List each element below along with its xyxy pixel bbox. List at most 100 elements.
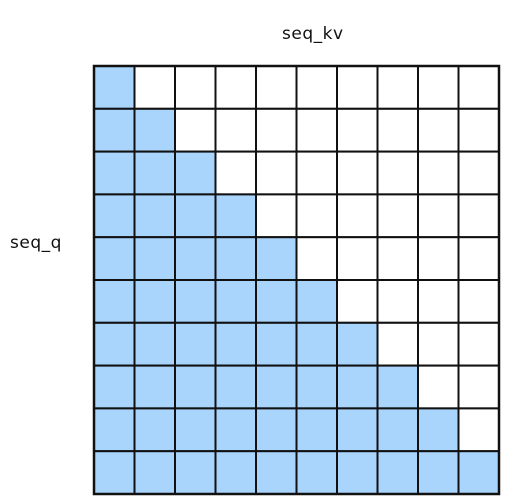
mask-cell-attended bbox=[214, 321, 257, 367]
mask-cell-masked bbox=[457, 65, 500, 110]
mask-cell-masked bbox=[376, 236, 419, 281]
mask-cell-attended bbox=[336, 450, 379, 496]
mask-cell-attended bbox=[376, 407, 419, 453]
mask-cell-masked bbox=[457, 150, 500, 196]
mask-cell-masked bbox=[336, 193, 379, 239]
mask-cell-attended bbox=[133, 407, 176, 453]
mask-cell-masked bbox=[457, 321, 500, 367]
mask-cell-masked bbox=[376, 107, 419, 153]
mask-cell-masked bbox=[336, 150, 379, 196]
mask-cell-attended bbox=[133, 279, 176, 324]
mask-cell-masked bbox=[417, 107, 460, 153]
seq-kv-label: seq_kv bbox=[282, 24, 344, 44]
mask-cell-attended bbox=[133, 364, 176, 410]
mask-cell-masked bbox=[295, 107, 338, 153]
grid-border bbox=[92, 64, 501, 496]
mask-cell-masked bbox=[417, 65, 460, 110]
mask-cell-masked bbox=[457, 107, 500, 153]
mask-cell-attended bbox=[255, 279, 298, 324]
mask-cell-attended bbox=[93, 107, 136, 153]
mask-cell-masked bbox=[214, 107, 257, 153]
mask-cell-attended bbox=[417, 407, 460, 453]
mask-cell-attended bbox=[376, 364, 419, 410]
mask-cell-masked bbox=[457, 364, 500, 410]
mask-cell-attended bbox=[336, 364, 379, 410]
mask-cell-masked bbox=[336, 107, 379, 153]
mask-cell-masked bbox=[417, 150, 460, 196]
mask-cell-attended bbox=[93, 407, 136, 453]
mask-cell-attended bbox=[93, 364, 136, 410]
mask-cell-attended bbox=[93, 450, 136, 496]
mask-cell-masked bbox=[417, 364, 460, 410]
mask-cell-masked bbox=[376, 193, 419, 239]
mask-cell-attended bbox=[133, 193, 176, 239]
mask-cell-attended bbox=[93, 236, 136, 281]
mask-cell-attended bbox=[214, 193, 257, 239]
mask-cell-attended bbox=[214, 236, 257, 281]
mask-cell-attended bbox=[214, 279, 257, 324]
mask-cell-masked bbox=[174, 107, 217, 153]
mask-cell-masked bbox=[255, 65, 298, 110]
mask-cell-attended bbox=[255, 407, 298, 453]
mask-cell-masked bbox=[457, 407, 500, 453]
mask-cell-attended bbox=[93, 279, 136, 324]
mask-cell-attended bbox=[174, 321, 217, 367]
mask-cell-masked bbox=[255, 107, 298, 153]
mask-cell-masked bbox=[457, 193, 500, 239]
mask-cell-masked bbox=[295, 150, 338, 196]
mask-cell-masked bbox=[417, 321, 460, 367]
mask-cell-masked bbox=[336, 65, 379, 110]
mask-cell-attended bbox=[336, 321, 379, 367]
mask-cell-attended bbox=[336, 407, 379, 453]
mask-cell-masked bbox=[255, 150, 298, 196]
mask-cell-attended bbox=[174, 450, 217, 496]
mask-cell-attended bbox=[174, 279, 217, 324]
mask-cell-attended bbox=[295, 364, 338, 410]
mask-cell-attended bbox=[174, 193, 217, 239]
mask-cell-masked bbox=[214, 65, 257, 110]
mask-cell-masked bbox=[376, 279, 419, 324]
mask-cell-attended bbox=[93, 193, 136, 239]
mask-cell-masked bbox=[417, 236, 460, 281]
mask-cell-masked bbox=[336, 279, 379, 324]
mask-cell-masked bbox=[417, 279, 460, 324]
mask-cell-attended bbox=[174, 150, 217, 196]
mask-cell-attended bbox=[93, 150, 136, 196]
mask-cell-attended bbox=[133, 150, 176, 196]
mask-cell-attended bbox=[174, 364, 217, 410]
mask-cell-masked bbox=[214, 150, 257, 196]
mask-cell-attended bbox=[93, 321, 136, 367]
mask-cell-attended bbox=[214, 364, 257, 410]
mask-cell-attended bbox=[214, 450, 257, 496]
mask-cell-attended bbox=[255, 321, 298, 367]
mask-cell-masked bbox=[457, 236, 500, 281]
mask-cell-masked bbox=[295, 65, 338, 110]
mask-cell-masked bbox=[376, 321, 419, 367]
mask-cell-attended bbox=[133, 107, 176, 153]
mask-cell-masked bbox=[133, 65, 176, 110]
mask-cell-attended bbox=[133, 450, 176, 496]
mask-cell-attended bbox=[133, 321, 176, 367]
mask-cell-masked bbox=[336, 236, 379, 281]
mask-cell-attended bbox=[417, 450, 460, 496]
mask-cell-masked bbox=[295, 236, 338, 281]
mask-cell-attended bbox=[295, 279, 338, 324]
mask-cell-attended bbox=[174, 407, 217, 453]
mask-cell-attended bbox=[255, 450, 298, 496]
mask-cell-masked bbox=[174, 65, 217, 110]
mask-cell-attended bbox=[133, 236, 176, 281]
mask-cell-attended bbox=[93, 65, 136, 110]
mask-cell-masked bbox=[417, 193, 460, 239]
mask-cell-attended bbox=[295, 407, 338, 453]
mask-cell-attended bbox=[295, 450, 338, 496]
mask-cell-masked bbox=[457, 279, 500, 324]
mask-cell-masked bbox=[295, 193, 338, 239]
mask-cell-attended bbox=[255, 236, 298, 281]
mask-cell-masked bbox=[255, 193, 298, 239]
mask-cell-attended bbox=[255, 364, 298, 410]
mask-cell-masked bbox=[376, 65, 419, 110]
mask-cell-attended bbox=[214, 407, 257, 453]
mask-cell-attended bbox=[457, 450, 500, 496]
mask-cell-attended bbox=[174, 236, 217, 281]
